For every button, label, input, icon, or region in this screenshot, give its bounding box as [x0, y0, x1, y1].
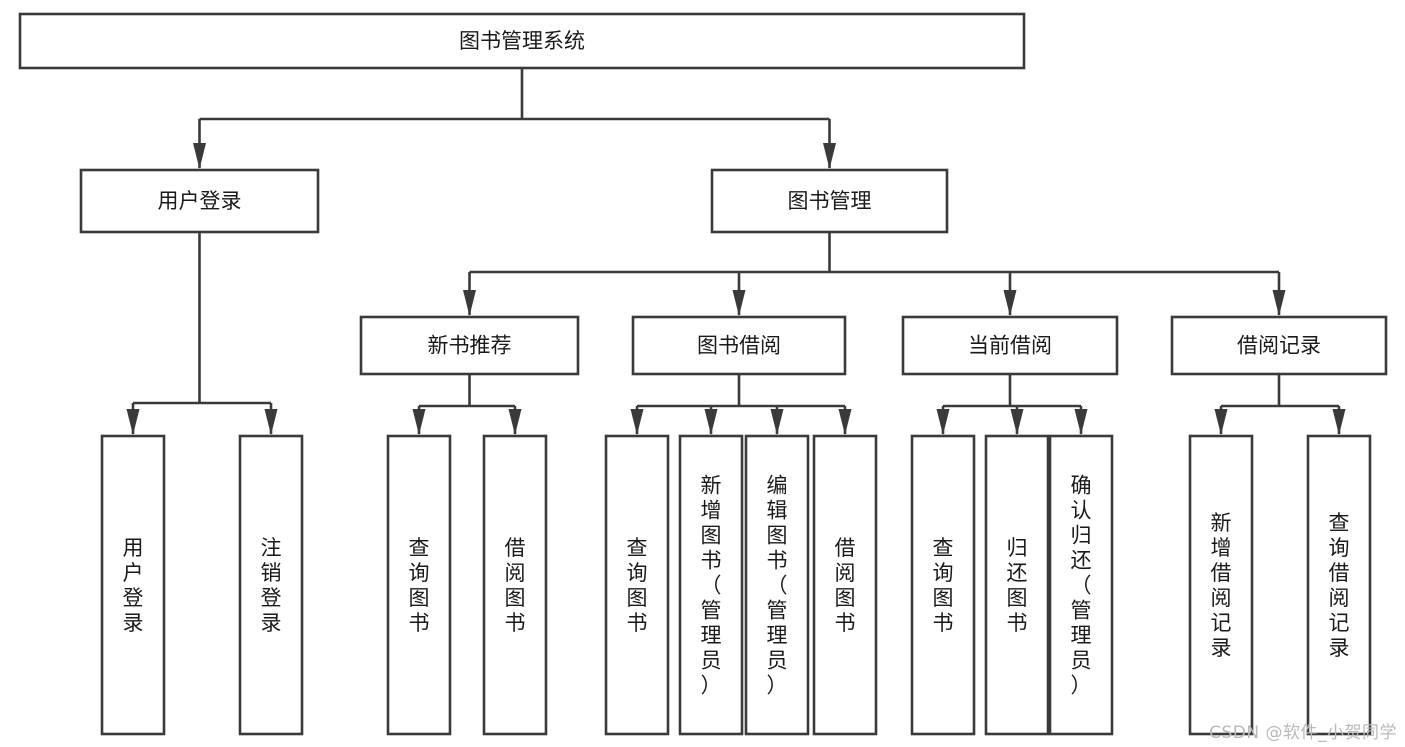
node-leaf-query-book-2-box [604, 434, 670, 736]
node-book-borrow[interactable]: 图书借阅 [631, 315, 847, 376]
node-current-borrow[interactable]: 当前借阅 [901, 315, 1119, 376]
node-new-book-recommend-label: 新书推荐 [428, 334, 512, 358]
node-leaf-return-book[interactable]: 归还图书 [984, 434, 1050, 736]
arrow-head-icon [508, 409, 522, 435]
node-root-box [18, 12, 1026, 70]
node-leaf-return-book-label: 归还图书 [1007, 536, 1028, 635]
node-leaf-query-book-1-box [386, 434, 452, 736]
node-leaf-borrow-book-2-label: 借阅图书 [835, 536, 856, 635]
node-leaf-user-login[interactable]: 用户登录 [100, 434, 166, 736]
node-leaf-user-login-box [100, 434, 166, 736]
connectors-layer [126, 68, 1346, 435]
node-book-management-box [710, 168, 949, 234]
arrow-head-icon [1010, 409, 1024, 435]
node-borrow-record-box [1170, 315, 1388, 376]
node-leaf-borrow-book-2-box [812, 434, 878, 736]
arrow-head-icon [936, 409, 950, 435]
node-leaf-query-book-1[interactable]: 查询图书 [386, 434, 452, 736]
node-leaf-borrow-book-2[interactable]: 借阅图书 [812, 434, 878, 736]
arrow-head-icon [838, 409, 852, 435]
node-leaf-query-record-box [1306, 434, 1372, 736]
node-leaf-query-book-2[interactable]: 查询图书 [604, 434, 670, 736]
arrow-head-icon [1272, 290, 1286, 316]
node-leaf-edit-book-label: 编辑图书（管理员） [767, 474, 788, 698]
node-book-management[interactable]: 图书管理 [710, 168, 949, 234]
node-user-login[interactable]: 用户登录 [79, 168, 320, 234]
node-leaf-user-login-label: 用户登录 [123, 536, 144, 635]
node-book-management-label: 图书管理 [788, 189, 872, 213]
node-leaf-logout-box [238, 434, 304, 736]
arrow-head-icon [264, 409, 278, 435]
arrow-head-icon [732, 290, 746, 316]
node-leaf-add-record-label: 新增借阅记录 [1211, 511, 1232, 660]
arrow-head-icon [704, 409, 718, 435]
node-leaf-borrow-book-1-box [482, 434, 548, 736]
node-leaf-edit-book-box [744, 434, 810, 736]
node-new-book-recommend[interactable]: 新书推荐 [359, 315, 580, 376]
node-leaf-query-book-3[interactable]: 查询图书 [910, 434, 976, 736]
arrow-head-icon [1003, 290, 1017, 316]
arrow-head-icon [770, 409, 784, 435]
arrow-head-icon [463, 290, 476, 316]
node-leaf-query-book-3-label: 查询图书 [933, 536, 954, 635]
node-user-login-label: 用户登录 [158, 189, 242, 213]
arrow-head-icon [193, 143, 206, 169]
node-root-label: 图书管理系统 [459, 29, 585, 53]
node-leaf-query-book-2-label: 查询图书 [627, 536, 648, 635]
node-leaf-query-book-3-box [910, 434, 976, 736]
arrow-head-icon [1332, 409, 1346, 435]
node-borrow-record-label: 借阅记录 [1237, 334, 1321, 358]
arrow-head-icon [412, 409, 426, 435]
csdn-watermark: CSDN @软件_小贺同学 [1209, 723, 1397, 743]
arrow-head-icon [1214, 409, 1228, 435]
node-leaf-confirm-return-label: 确认归还（管理员） [1071, 474, 1092, 698]
arrow-head-icon [630, 409, 644, 435]
node-leaf-add-book[interactable]: 新增图书（管理员） [678, 434, 744, 736]
node-user-login-box [79, 168, 320, 234]
node-current-borrow-box [901, 315, 1119, 376]
arrow-head-icon [1074, 409, 1088, 435]
node-leaf-add-book-box [678, 434, 744, 736]
node-leaf-edit-book[interactable]: 编辑图书（管理员） [744, 434, 810, 736]
node-leaf-query-book-1-label: 查询图书 [409, 536, 430, 635]
arrow-head-icon [823, 143, 836, 169]
node-leaf-borrow-book-1[interactable]: 借阅图书 [482, 434, 548, 736]
node-leaf-return-book-box [984, 434, 1050, 736]
node-leaf-query-record-label: 查询借阅记录 [1329, 511, 1350, 660]
node-leaf-logout[interactable]: 注销登录 [238, 434, 304, 736]
node-leaf-add-book-label: 新增图书（管理员） [701, 474, 722, 698]
node-borrow-record[interactable]: 借阅记录 [1170, 315, 1388, 376]
node-current-borrow-label: 当前借阅 [968, 334, 1052, 358]
node-leaf-add-record-box [1188, 434, 1254, 736]
arrow-head-icon [126, 409, 140, 435]
node-leaf-logout-label: 注销登录 [261, 536, 282, 635]
node-leaf-confirm-return-box [1048, 434, 1114, 736]
node-book-borrow-box [631, 315, 847, 376]
node-leaf-confirm-return[interactable]: 确认归还（管理员） [1048, 434, 1114, 736]
node-new-book-recommend-box [359, 315, 580, 376]
nodes-layer: 图书管理系统用户登录图书管理新书推荐图书借阅当前借阅借阅记录用户登录注销登录查询… [18, 12, 1388, 736]
node-root[interactable]: 图书管理系统 [18, 12, 1026, 70]
node-book-borrow-label: 图书借阅 [697, 334, 781, 358]
node-leaf-query-record[interactable]: 查询借阅记录 [1306, 434, 1372, 736]
node-leaf-borrow-book-1-label: 借阅图书 [505, 536, 526, 635]
node-leaf-add-record[interactable]: 新增借阅记录 [1188, 434, 1254, 736]
